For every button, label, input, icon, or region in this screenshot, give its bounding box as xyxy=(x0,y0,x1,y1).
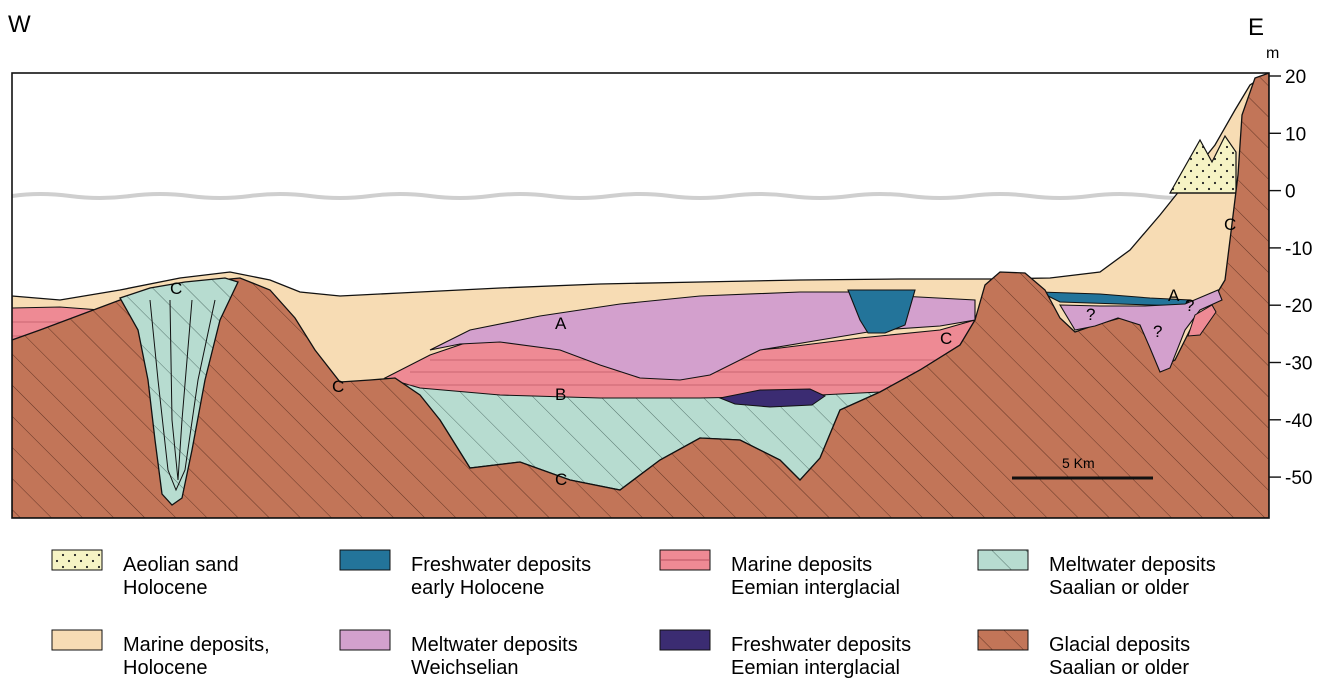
legend-item-marine-holocene: Marine deposits,Holocene xyxy=(52,630,270,678)
legend-swatch-fresh-eemian xyxy=(660,630,710,650)
legend-swatch-glacial xyxy=(978,630,1028,650)
axis-tick-label: 20 xyxy=(1285,67,1306,88)
label-c-right: C xyxy=(1224,215,1236,234)
axis-tick-label: -30 xyxy=(1285,354,1312,375)
legend-swatch-meltwater-weichselian xyxy=(340,630,390,650)
label-c-bottom: C xyxy=(555,470,567,489)
axis-tick-label: 10 xyxy=(1285,124,1306,145)
legend-swatch-marine-holocene xyxy=(52,630,102,650)
legend-swatch-meltwater-saalian xyxy=(978,550,1028,570)
legend-label-line2: Holocene xyxy=(123,657,208,678)
legend-label-line2: Weichselian xyxy=(411,657,518,678)
axis-unit: m xyxy=(1266,45,1279,62)
legend-label-line2: Eemian interglacial xyxy=(731,657,900,678)
label-a-right: A xyxy=(1168,286,1180,305)
legend-label-line1: Marine deposits, xyxy=(123,634,270,656)
legend-label-line2: Eemian interglacial xyxy=(731,577,900,599)
scale-bar-label: 5 Km xyxy=(1062,455,1095,471)
legend-label-line2: Saalian or older xyxy=(1049,657,1189,678)
label-question-1: ? xyxy=(1086,305,1095,324)
axis-tick-label: -20 xyxy=(1285,296,1312,317)
axis-tick-label: 0 xyxy=(1285,182,1296,203)
legend-swatch-fresh-holocene xyxy=(340,550,390,570)
legend-swatch-aeolian xyxy=(52,550,102,570)
legend-label-line1: Freshwater deposits xyxy=(731,634,911,656)
legend-label-line2: early Holocene xyxy=(411,577,544,599)
label-c-left: C xyxy=(332,377,344,396)
depth-axis: m 20 10 0 -10 -20 -30 -40 -50 xyxy=(1266,45,1312,489)
legend-label-line1: Meltwater deposits xyxy=(411,634,578,656)
axis-tick-label: -10 xyxy=(1285,239,1312,260)
label-c-channel-top: C xyxy=(170,279,182,298)
legend-label-line2: Holocene xyxy=(123,577,208,599)
label-b-center: B xyxy=(555,385,566,404)
legend-label-line1: Aeolian sand xyxy=(123,554,239,576)
legend-label-line1: Meltwater deposits xyxy=(1049,554,1216,576)
label-question-2: ? xyxy=(1153,322,1162,341)
east-label: E xyxy=(1248,14,1264,41)
legend-label-line1: Freshwater deposits xyxy=(411,554,591,576)
axis-tick-label: -40 xyxy=(1285,411,1312,432)
legend-label-line1: Glacial deposits xyxy=(1049,634,1190,656)
label-c-mid: C xyxy=(940,329,952,348)
label-question-3: ? xyxy=(1185,296,1194,315)
legend-label-line1: Marine deposits xyxy=(731,554,872,576)
axis-tick-label: -50 xyxy=(1285,468,1312,489)
label-a-center: A xyxy=(555,314,567,333)
legend-label-line2: Saalian or older xyxy=(1049,577,1189,599)
west-label: W xyxy=(8,11,31,38)
sea-level-line xyxy=(12,194,1210,198)
